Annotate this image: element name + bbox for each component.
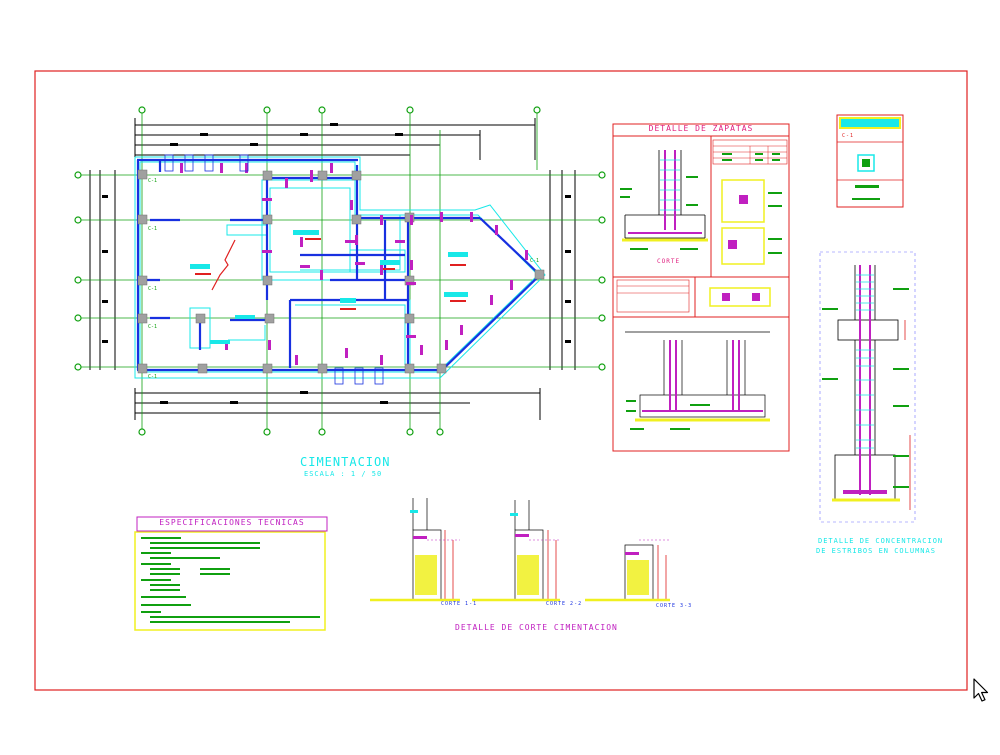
column-stirrup-detail [819, 251, 916, 523]
svg-text:C-1: C-1 [148, 374, 157, 380]
specs-title: ESPECIFICACIONES TECNICAS [159, 518, 305, 527]
svg-text:C-1: C-1 [148, 324, 157, 330]
svg-text:C-1: C-1 [148, 178, 157, 184]
footing-detail-title: DETALLE DE ZAPATAS [648, 124, 754, 133]
specs-box [134, 516, 328, 631]
svg-text:C-1: C-1 [148, 226, 157, 232]
plan-scale: ESCALA : 1 / 50 [304, 470, 383, 478]
footing-section-label: CORTE [657, 258, 681, 265]
svg-text:C-1: C-1 [148, 286, 157, 292]
column-section-box [836, 114, 904, 208]
foundation-plan: C-1C-1C-1 C-1C-1C-1 [74, 106, 606, 436]
footing-detail-sheet [612, 123, 790, 452]
column-detail-title-2: DE ESTRIBOS EN COLUMNAS [816, 547, 936, 555]
section-tag-2: CORTE 2-2 [546, 601, 583, 607]
column-detail-title-1: DETALLE DE CONCENTRACION [818, 537, 944, 545]
sheet-border [34, 70, 968, 691]
section-tag-3: CORTE 3-3 [656, 603, 693, 609]
svg-text:C-1: C-1 [530, 258, 539, 264]
section-detail-title: DETALLE DE CORTE CIMENTACION [455, 623, 618, 632]
column-tag: C-1 [842, 133, 855, 139]
mouse-pointer-icon [973, 678, 989, 702]
section-cuts [370, 498, 670, 602]
plan-title: CIMENTACION [300, 455, 391, 469]
section-tag-1: CORTE 1-1 [441, 601, 478, 607]
